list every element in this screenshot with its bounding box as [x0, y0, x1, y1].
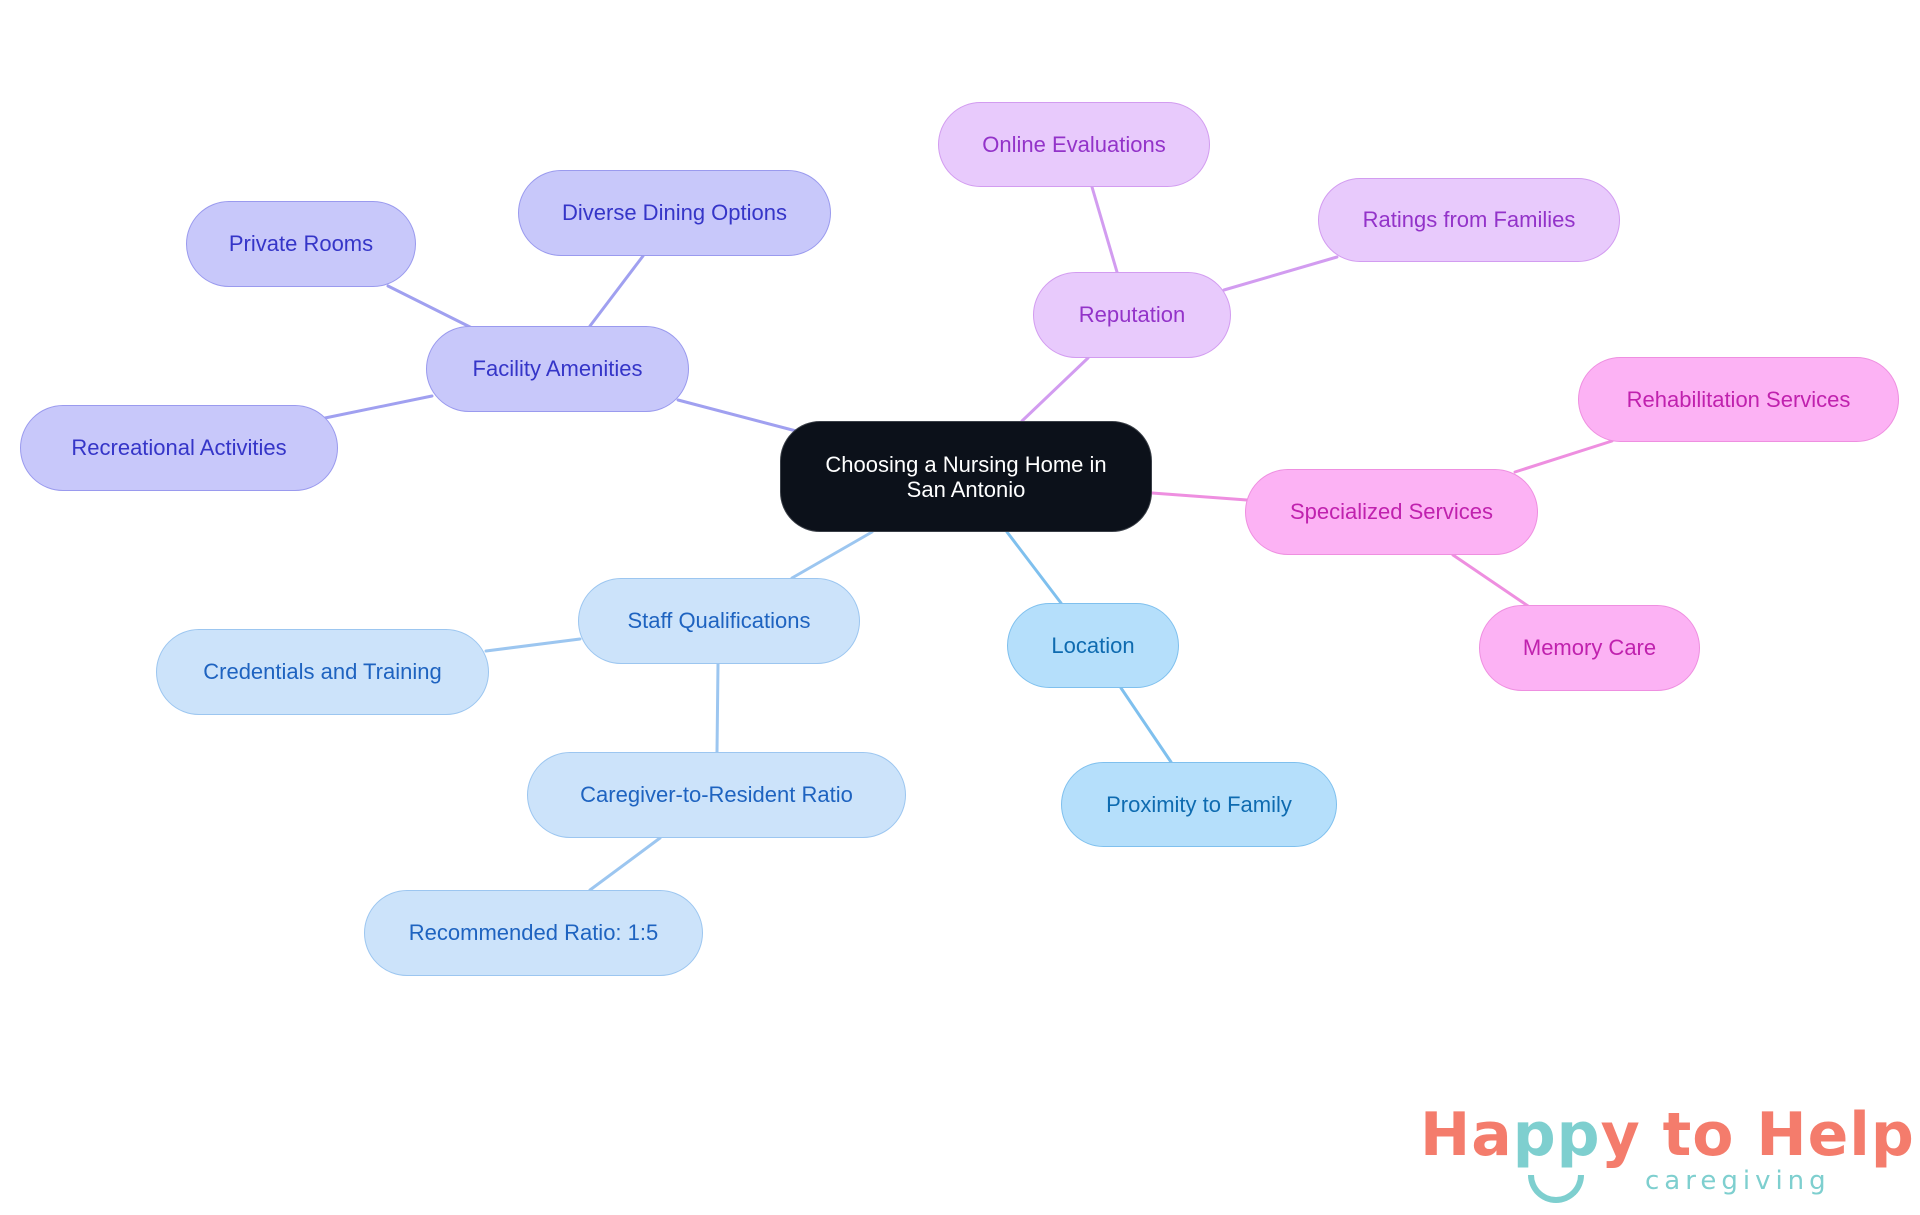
node-recommended-ratio[interactable]: Recommended Ratio: 1:5 — [364, 890, 703, 976]
edge-staff-caregiver — [715, 662, 720, 754]
node-credentials-and-training[interactable]: Credentials and Training — [156, 629, 489, 715]
edge-specialized-memory — [1451, 553, 1530, 608]
edge-location-proximity — [1119, 686, 1173, 764]
node-proximity-to-family[interactable]: Proximity to Family — [1061, 762, 1337, 847]
edge-facility-recreational — [323, 394, 434, 420]
node-memory-care[interactable]: Memory Care — [1479, 605, 1700, 691]
node-diverse-dining-options[interactable]: Diverse Dining Options — [518, 170, 831, 256]
happy-to-help-logo: Happy to Help caregiving — [1420, 1100, 1914, 1210]
node-rehabilitation-services[interactable]: Rehabilitation Services — [1578, 357, 1899, 442]
node-facility-amenities[interactable]: Facility Amenities — [426, 326, 689, 412]
edge-root-location — [1005, 530, 1063, 605]
smile-icon — [1528, 1175, 1584, 1203]
node-label: Facility Amenities — [472, 356, 643, 381]
node-online-evaluations[interactable]: Online Evaluations — [938, 102, 1210, 187]
edge-specialized-rehab — [1513, 439, 1614, 474]
node-label: Specialized Services — [1290, 499, 1493, 524]
edge-facility-private — [386, 284, 474, 330]
edge-root-reputation — [1020, 356, 1090, 423]
node-label: Memory Care — [1522, 635, 1657, 660]
node-label: Rehabilitation Services — [1626, 386, 1851, 412]
edge-reputation-online — [1090, 185, 1119, 274]
edge-root-staff — [790, 530, 874, 580]
node-ratings-from-families[interactable]: Ratings from Families — [1318, 178, 1620, 262]
logo-wordmark: Happy to Help — [1420, 1100, 1915, 1170]
node-caregiver-to-resident-ratio[interactable]: Caregiver-to-Resident Ratio — [527, 752, 906, 838]
node-label: Staff Qualifications — [627, 608, 811, 633]
node-label: Private Rooms — [228, 231, 374, 256]
node-label: Recreational Activities — [71, 435, 287, 460]
node-label: Online Evaluations — [982, 131, 1166, 157]
root-label-line1: Choosing a Nursing Home in — [825, 451, 1107, 477]
node-specialized-services[interactable]: Specialized Services — [1245, 469, 1538, 555]
node-label: Diverse Dining Options — [562, 200, 787, 225]
node-label: Recommended Ratio: 1:5 — [408, 920, 659, 945]
logo-text-pp: pp — [1512, 1100, 1601, 1170]
node-label: Ratings from Families — [1362, 207, 1576, 232]
node-label: Caregiver-to-Resident Ratio — [580, 782, 853, 807]
node-label: Proximity to Family — [1106, 791, 1292, 817]
edge-caregiver-recommended — [588, 836, 662, 892]
root-label-line2: San Antonio — [906, 476, 1026, 502]
logo-text-ha: Ha — [1420, 1100, 1513, 1170]
edge-root-specialized — [1150, 491, 1249, 502]
node-private-rooms[interactable]: Private Rooms — [186, 201, 416, 287]
edge-reputation-ratings — [1222, 255, 1339, 292]
edge-staff-credentials — [484, 637, 582, 653]
node-label: Credentials and Training — [203, 659, 442, 684]
node-recreational-activities[interactable]: Recreational Activities — [20, 405, 338, 491]
edge-facility-dining — [588, 254, 645, 328]
logo-subtitle: caregiving — [1645, 1166, 1831, 1196]
node-location[interactable]: Location — [1007, 603, 1179, 688]
node-label: Location — [1051, 632, 1135, 658]
node-staff-qualifications[interactable]: Staff Qualifications — [578, 578, 860, 664]
node-label: Reputation — [1078, 302, 1186, 327]
edge-root-facility — [676, 398, 802, 434]
logo-text-y-to-help: y to Help — [1600, 1100, 1915, 1170]
root-node[interactable]: Choosing a Nursing Home in San Antonio — [780, 421, 1152, 532]
node-reputation[interactable]: Reputation — [1033, 272, 1231, 358]
